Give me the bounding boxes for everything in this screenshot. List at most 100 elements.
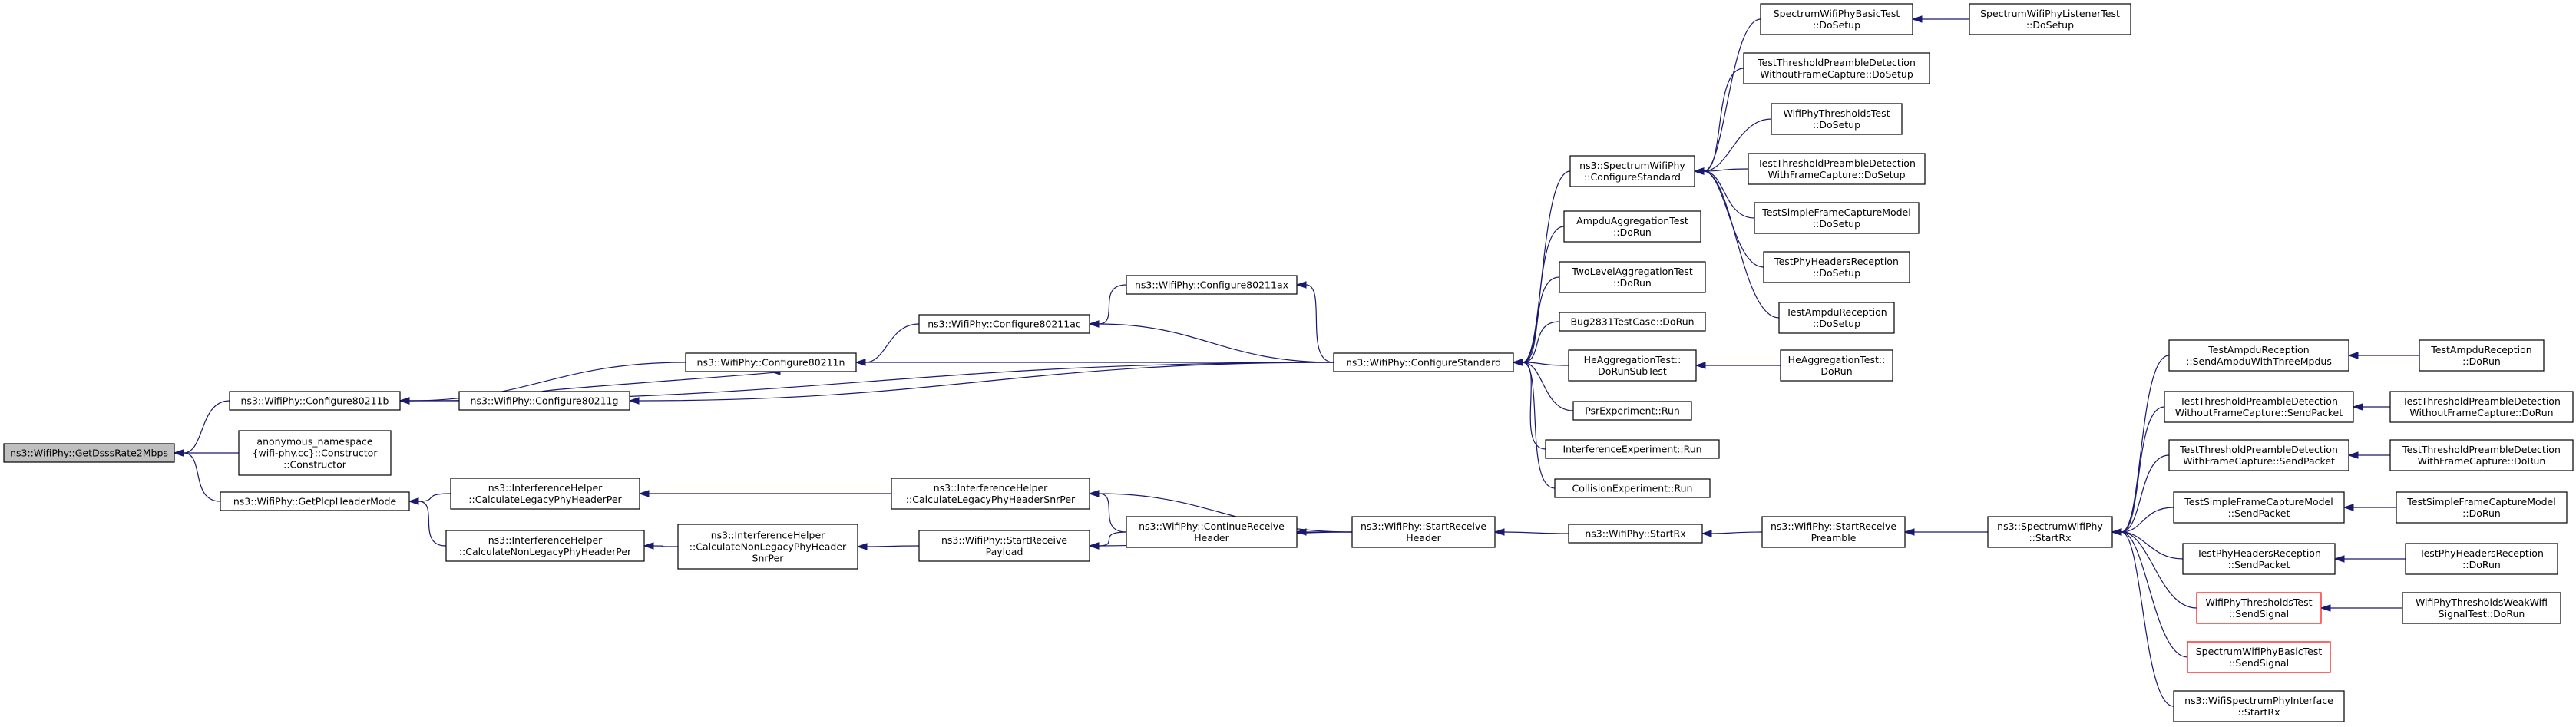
node-box-ttpdwithoutrun[interactable] xyxy=(2389,391,2574,423)
node-box-ttpdwithsend[interactable] xyxy=(2168,439,2349,471)
node-box-heaggsub[interactable] xyxy=(1568,349,1697,382)
node-box-ttpdwithrun[interactable] xyxy=(2389,439,2574,471)
node-box-ampduagg[interactable] xyxy=(1563,210,1701,243)
node-box-contrecv[interactable] xyxy=(1126,516,1298,548)
node-ttpdwithoutsend[interactable]: TestThresholdPreambleDetectionWithoutFra… xyxy=(2164,391,2354,423)
node-box-psr[interactable] xyxy=(1572,401,1692,421)
node-anon[interactable]: anonymous_namespace{wifi-phy.cc}::Constr… xyxy=(238,430,392,476)
node-ttpdwithsend[interactable]: TestThresholdPreambleDetectionWithFrameC… xyxy=(2168,439,2349,471)
node-box-twolevel[interactable] xyxy=(1559,261,1706,293)
node-ttpdwithrun[interactable]: TestThresholdPreambleDetectionWithFrameC… xyxy=(2389,439,2574,471)
node-box-tarrun[interactable] xyxy=(2419,339,2545,372)
node-wptweakrun[interactable]: WifiPhyThresholdsWeakWifiSignalTest::DoR… xyxy=(2402,592,2561,624)
node-c80211b[interactable]: ns3::WifiPhy::Configure80211b xyxy=(229,391,401,411)
node-box-anon[interactable] xyxy=(238,430,392,476)
node-box-c80211g[interactable] xyxy=(458,391,630,411)
node-interf[interactable]: InterferenceExperiment::Run xyxy=(1545,439,1720,459)
node-box-tsfcrun[interactable] xyxy=(2396,491,2568,524)
node-swpbsendsig[interactable]: SpectrumWifiPhyBasicTest::SendSignal xyxy=(2187,641,2331,673)
node-startrx[interactable]: ns3::WifiPhy::StartRx xyxy=(1568,524,1703,544)
node-box-ihnonlegper[interactable] xyxy=(445,530,645,562)
node-wpthreshsetup[interactable]: WifiPhyThresholdsTest::DoSetup xyxy=(1771,103,1903,135)
node-speccfgstd[interactable]: ns3::SpectrumWifiPhy::ConfigureStandard xyxy=(1569,155,1695,187)
node-cfgstd[interactable]: ns3::WifiPhy::ConfigureStandard xyxy=(1333,352,1514,372)
node-box-tarsend[interactable] xyxy=(2168,339,2349,372)
node-tsfcsend[interactable]: TestSimpleFrameCaptureModel::SendPacket xyxy=(2173,491,2345,524)
node-twolevel[interactable]: TwoLevelAggregationTest::DoRun xyxy=(1559,261,1706,293)
node-tsfcrun[interactable]: TestSimpleFrameCaptureModel::DoRun xyxy=(2396,491,2568,524)
node-box-ttpdwithout[interactable] xyxy=(1743,52,1930,84)
node-swplistener[interactable]: SpectrumWifiPhyListenerTest::DoSetup xyxy=(1969,3,2131,35)
node-box-specstartrx[interactable] xyxy=(1987,516,2113,548)
node-box-startheader[interactable] xyxy=(1351,516,1496,548)
node-box-c80211ax[interactable] xyxy=(1126,275,1298,295)
node-tphrrun[interactable]: TestPhyHeadersReception::DoRun xyxy=(2405,543,2558,575)
node-ihnonlegper[interactable]: ns3::InterferenceHelper::CalculateNonLeg… xyxy=(445,530,645,562)
node-box-tsfcsend[interactable] xyxy=(2173,491,2345,524)
node-ttpdwith[interactable]: TestThresholdPreambleDetectionWithFrameC… xyxy=(1748,153,1926,185)
node-tarrun[interactable]: TestAmpduReception::DoRun xyxy=(2419,339,2545,372)
node-tarsetup[interactable]: TestAmpduReception::DoSetup xyxy=(1778,302,1895,334)
node-box-wptweakrun[interactable] xyxy=(2402,592,2561,624)
node-psr[interactable]: PsrExperiment::Run xyxy=(1572,401,1692,421)
node-ampduagg[interactable]: AmpduAggregationTest::DoRun xyxy=(1563,210,1701,243)
node-box-speccfgstd[interactable] xyxy=(1569,155,1695,187)
node-box-swplistener[interactable] xyxy=(1969,3,2131,35)
node-box-wptsendsig[interactable] xyxy=(2196,592,2322,624)
node-box-ihlegper[interactable] xyxy=(450,478,640,510)
node-box-swpbsendsig[interactable] xyxy=(2187,641,2331,673)
node-tsfcsetup[interactable]: TestSimpleFrameCaptureModel::DoSetup xyxy=(1754,202,1920,234)
node-getplcp[interactable]: ns3::WifiPhy::GetPlcpHeaderMode xyxy=(220,491,410,511)
node-wspistartrx[interactable]: ns3::WifiSpectrumPhyInterface::StartRx xyxy=(2173,690,2345,722)
node-specstartrx[interactable]: ns3::SpectrumWifiPhy::StartRx xyxy=(1987,516,2113,548)
node-box-tphrsetup[interactable] xyxy=(1763,251,1910,283)
node-box-ihnonlegsnr[interactable] xyxy=(677,524,858,570)
node-c80211ax[interactable]: ns3::WifiPhy::Configure80211ax xyxy=(1126,275,1298,295)
node-ihlegper[interactable]: ns3::InterferenceHelper::CalculateLegacy… xyxy=(450,478,640,510)
node-box-heaggrun[interactable] xyxy=(1780,349,1893,382)
node-box-root[interactable] xyxy=(3,443,175,463)
node-box-ttpdwith[interactable] xyxy=(1748,153,1926,185)
node-box-tphrsend[interactable] xyxy=(2182,543,2336,575)
node-box-collision[interactable] xyxy=(1554,478,1711,498)
node-box-wspistartrx[interactable] xyxy=(2173,690,2345,722)
node-box-cfgstd[interactable] xyxy=(1333,352,1514,372)
node-heaggsub[interactable]: HeAggregationTest::DoRunSubTest xyxy=(1568,349,1697,382)
node-tarsend[interactable]: TestAmpduReception::SendAmpduWithThreeMp… xyxy=(2168,339,2349,372)
node-box-startpreamble[interactable] xyxy=(1761,516,1906,548)
node-ihnonlegsnr[interactable]: ns3::InterferenceHelper::CalculateNonLeg… xyxy=(677,524,858,570)
node-c80211ac[interactable]: ns3::WifiPhy::Configure80211ac xyxy=(918,314,1090,334)
node-root[interactable]: ns3::WifiPhy::GetDsssRate2Mbps xyxy=(3,443,175,463)
node-ttpdwithoutrun[interactable]: TestThresholdPreambleDetectionWithoutFra… xyxy=(2389,391,2574,423)
node-box-ttpdwithoutsend[interactable] xyxy=(2164,391,2354,423)
node-ihlegsnr[interactable]: ns3::InterferenceHelper::CalculateLegacy… xyxy=(891,478,1090,510)
node-box-getplcp[interactable] xyxy=(220,491,410,511)
node-box-interf[interactable] xyxy=(1545,439,1720,459)
node-collision[interactable]: CollisionExperiment::Run xyxy=(1554,478,1711,498)
node-c80211g[interactable]: ns3::WifiPhy::Configure80211g xyxy=(458,391,630,411)
node-box-startpayload[interactable] xyxy=(918,530,1090,562)
node-box-tphrrun[interactable] xyxy=(2405,543,2558,575)
node-swpbasicsetup[interactable]: SpectrumWifiPhyBasicTest::DoSetup xyxy=(1760,3,1913,35)
node-heaggrun[interactable]: HeAggregationTest::DoRun xyxy=(1780,349,1893,382)
node-box-swpbasicsetup[interactable] xyxy=(1760,3,1913,35)
node-tphrsetup[interactable]: TestPhyHeadersReception::DoSetup xyxy=(1763,251,1910,283)
node-ttpdwithout[interactable]: TestThresholdPreambleDetectionWithoutFra… xyxy=(1743,52,1930,84)
node-box-c80211n[interactable] xyxy=(685,352,857,372)
node-box-tsfcsetup[interactable] xyxy=(1754,202,1920,234)
node-box-ihlegsnr[interactable] xyxy=(891,478,1090,510)
node-c80211n[interactable]: ns3::WifiPhy::Configure80211n xyxy=(685,352,857,372)
node-bug2831[interactable]: Bug2831TestCase::DoRun xyxy=(1559,312,1706,332)
node-tphrsend[interactable]: TestPhyHeadersReception::SendPacket xyxy=(2182,543,2336,575)
node-wptsendsig[interactable]: WifiPhyThresholdsTest::SendSignal xyxy=(2196,592,2322,624)
node-box-c80211ac[interactable] xyxy=(918,314,1090,334)
node-box-c80211b[interactable] xyxy=(229,391,401,411)
node-box-startrx[interactable] xyxy=(1568,524,1703,544)
node-box-bug2831[interactable] xyxy=(1559,312,1706,332)
node-box-tarsetup[interactable] xyxy=(1778,302,1895,334)
node-box-wpthreshsetup[interactable] xyxy=(1771,103,1903,135)
